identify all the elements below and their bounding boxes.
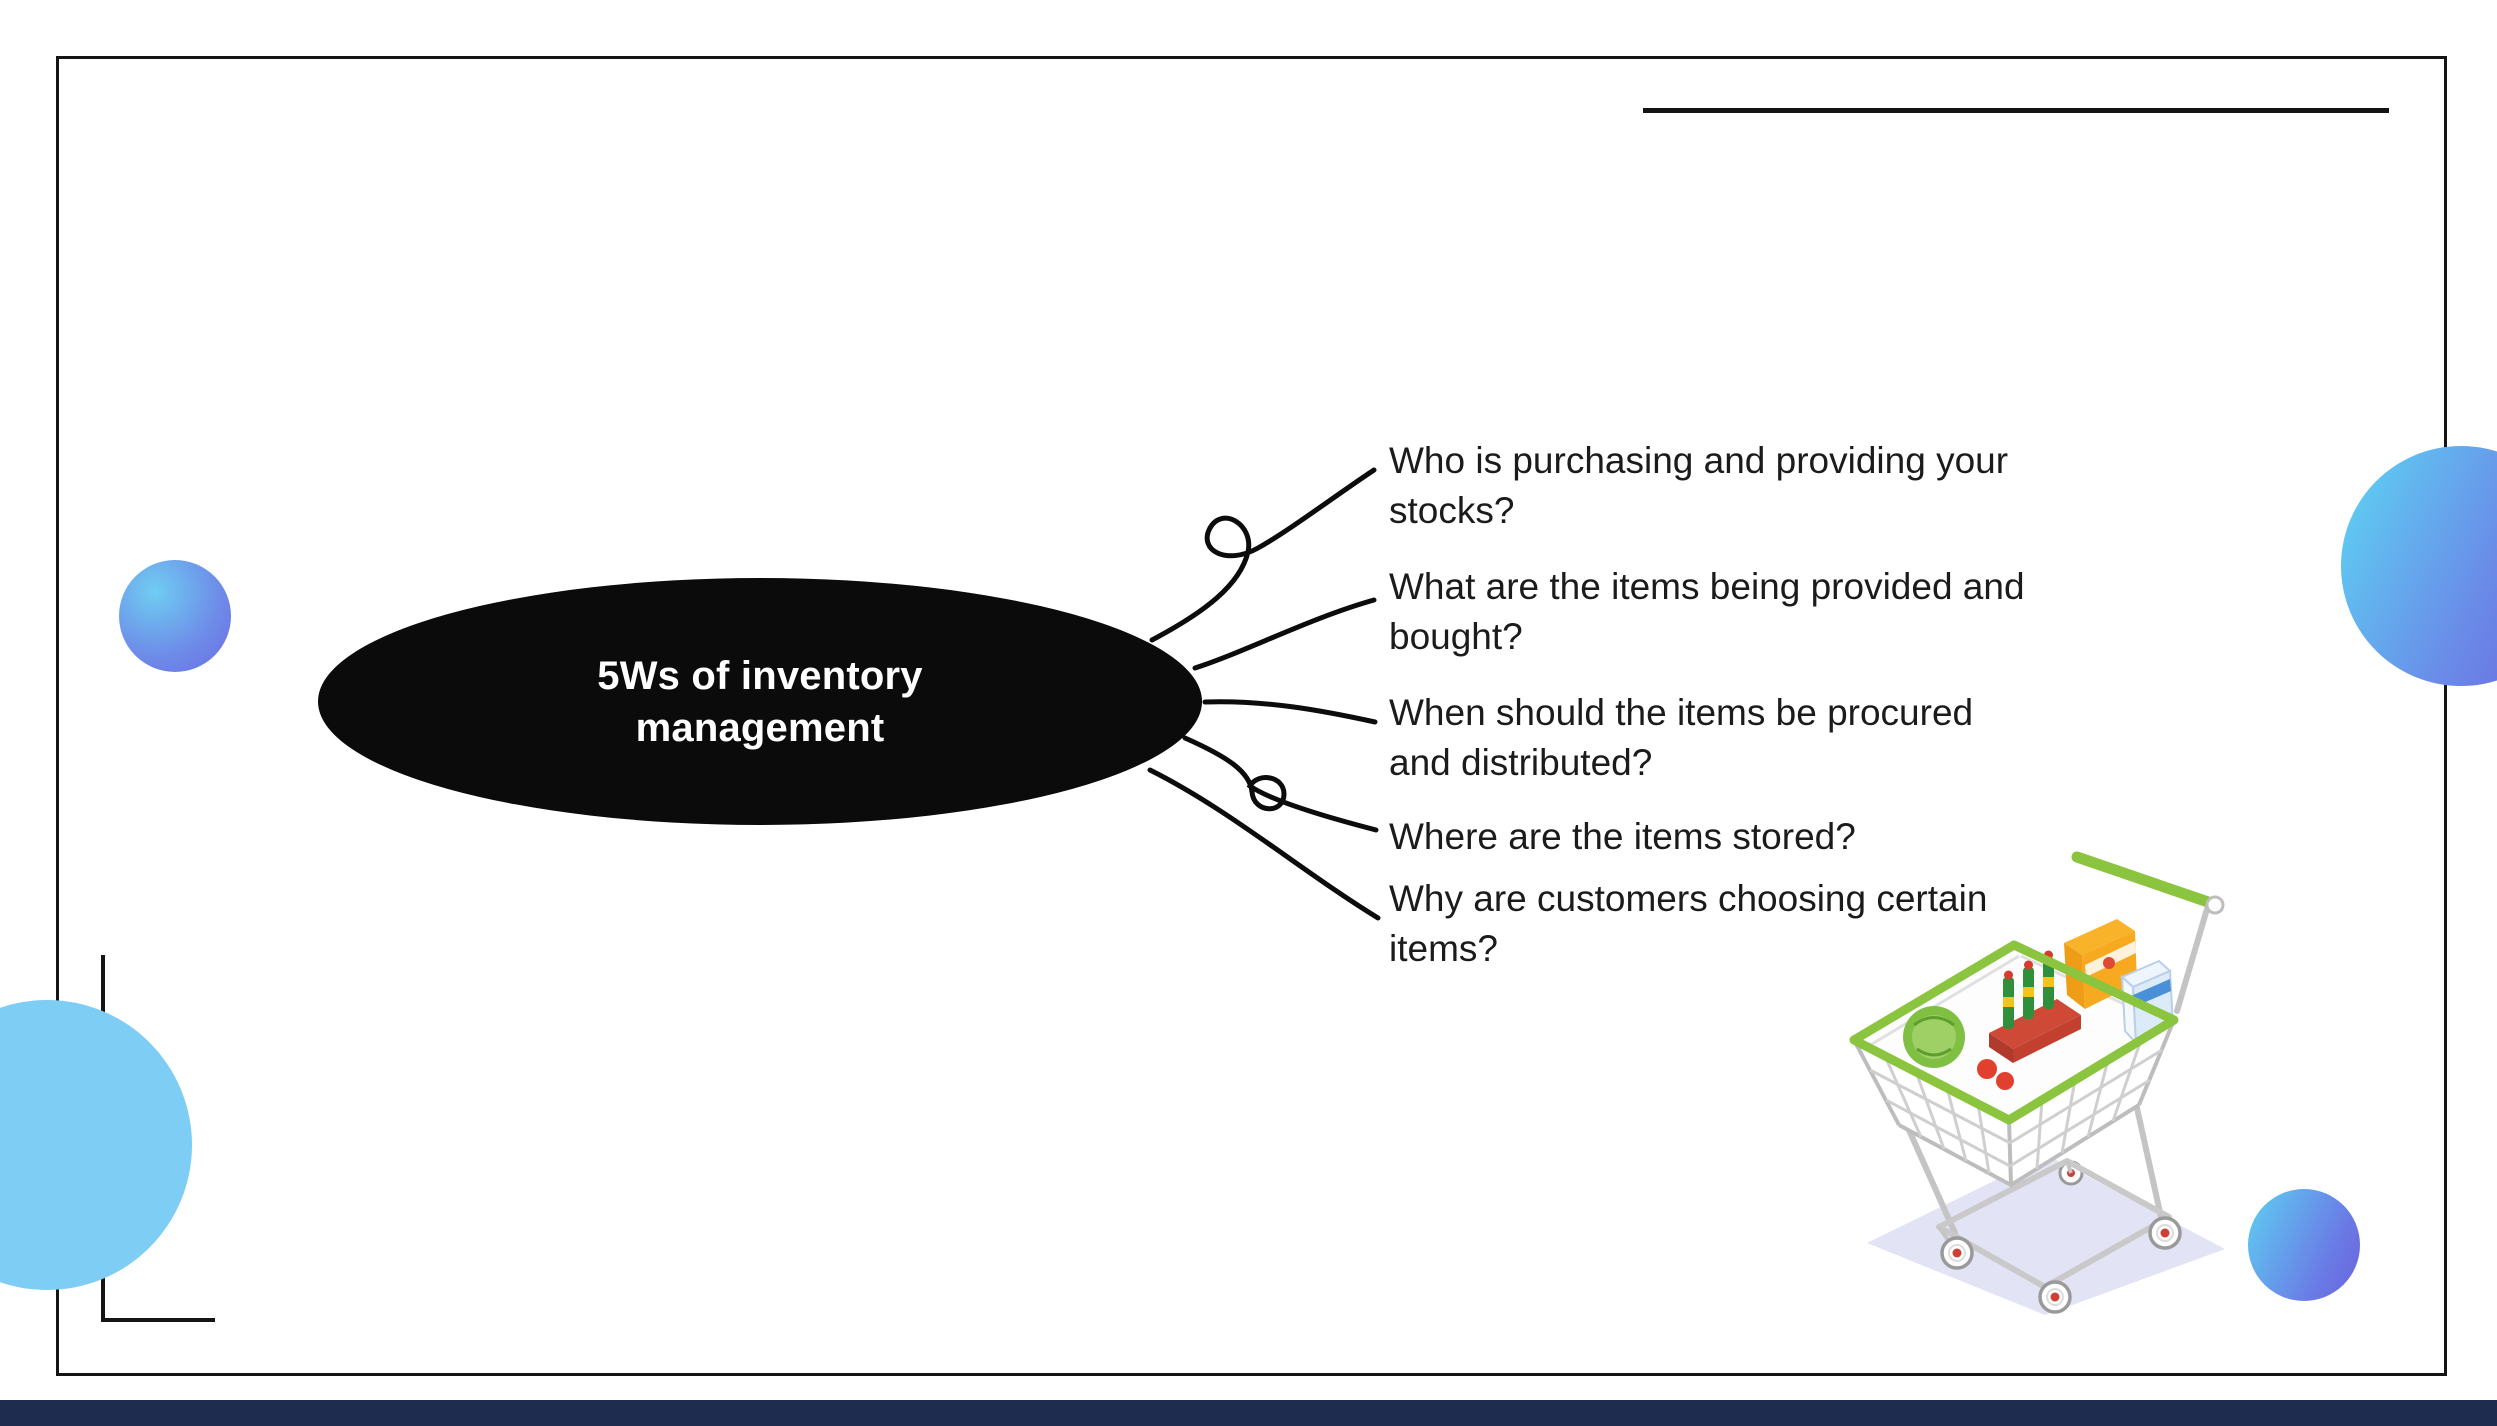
branch-line-who <box>1149 467 1377 643</box>
cart-handle <box>2071 851 2225 1014</box>
top-right-accent-line <box>1643 108 2389 113</box>
center-topic-label: 5Ws of inventory management <box>597 653 923 750</box>
border-frame <box>56 56 2447 1376</box>
branch-line-why <box>1147 767 1381 921</box>
shopping-cart-illustration <box>1849 851 2225 1315</box>
decorative-circle-bottom-right <box>2248 1189 2360 1301</box>
branch-line-when <box>1202 699 1378 725</box>
cart-shadow <box>1867 1155 2225 1315</box>
decorative-circle-top-left <box>119 560 231 672</box>
branch-question-what: What are the items being provided and bo… <box>1389 566 2025 657</box>
bottom-left-accent-line-horizontal <box>101 1318 215 1322</box>
branch-line-what <box>1192 597 1377 671</box>
cart-wheels <box>1940 1216 2182 1314</box>
branch-question-why: Why are customers choosing certain items… <box>1389 878 1988 969</box>
branch-question-where: Where are the items stored? <box>1389 816 1856 857</box>
cart-rim <box>1849 940 2179 1125</box>
branch-line-where <box>1182 735 1379 833</box>
center-topic-ellipse: 5Ws of inventory management <box>318 578 1202 825</box>
branch-question-when: When should the items be procured and di… <box>1389 692 1974 783</box>
branch-question-who: Who is purchasing and providing your sto… <box>1389 440 2009 531</box>
bottom-accent-bar <box>0 1400 2497 1426</box>
